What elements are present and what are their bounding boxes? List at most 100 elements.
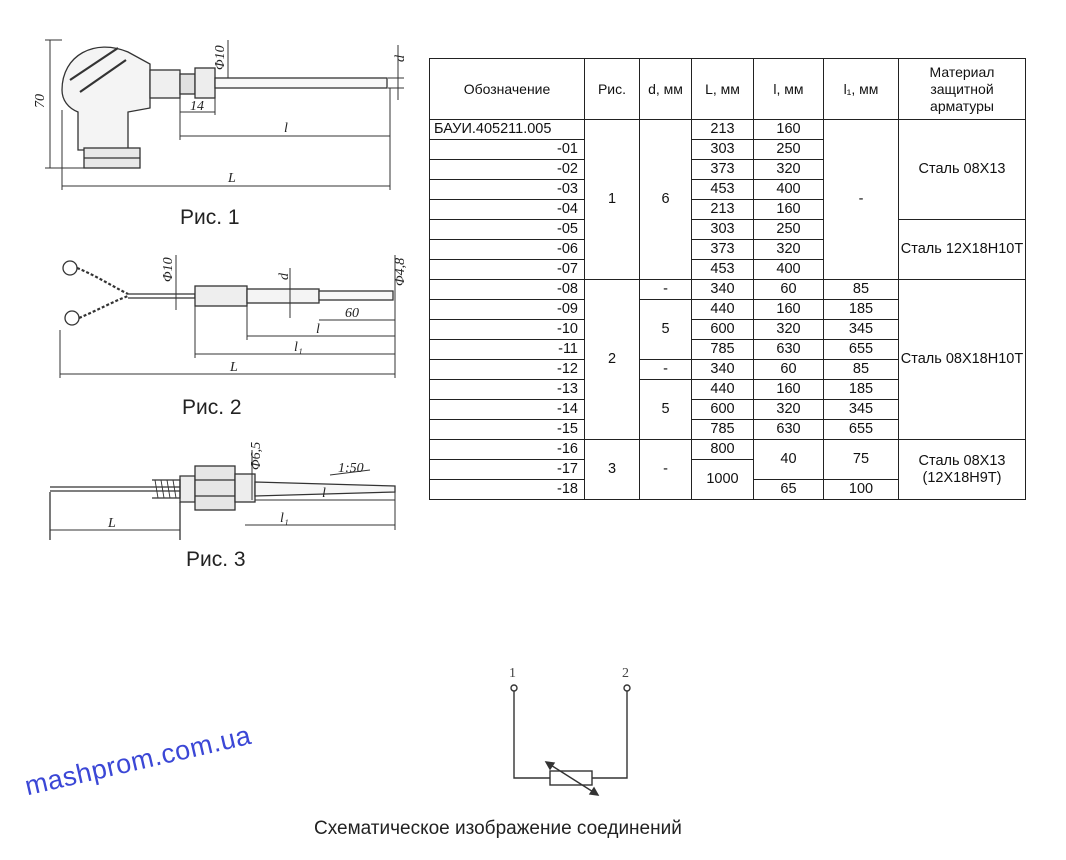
designation-cell: БАУИ.405211.005: [429, 119, 585, 140]
schematic-caption: Схематическое изображение соединений: [314, 818, 682, 839]
fig1-dim-d: d: [393, 54, 408, 62]
designation-cell: -12: [429, 359, 585, 380]
connection-schematic: [510, 684, 631, 796]
fig3-dim-diam: Φ6,5: [249, 442, 264, 470]
designation-cell: -15: [429, 419, 585, 440]
table-row: БАУИ.405211.005 1 6 213 160 - Сталь 08Х1…: [429, 119, 1026, 280]
fig2-dim-d: d: [277, 272, 292, 280]
material-cell: Сталь 08Х18Н10Т: [898, 279, 1026, 440]
fig3-dim-l: l: [322, 486, 326, 501]
L-cell: 373: [691, 239, 754, 260]
header-fig: Рис.: [584, 58, 640, 120]
table-row: -08 2 - 340 60 85 Сталь 08Х18Н10Т: [429, 279, 1026, 440]
L-cell: 600: [691, 399, 754, 420]
designation-cell: -02: [429, 159, 585, 180]
designation-cell: -09: [429, 299, 585, 320]
L-cell: 440: [691, 379, 754, 400]
fig-cell: 3: [584, 439, 640, 500]
figure-2-drawing: [59, 255, 396, 378]
designation-cell: -06: [429, 239, 585, 260]
L-cell: 453: [691, 179, 754, 200]
l-cell: 320: [753, 159, 824, 180]
designation-cell: -17: [429, 459, 585, 480]
L-cell: 340: [691, 279, 754, 300]
l-cell: 630: [753, 419, 824, 440]
fig-cell: 1: [584, 119, 640, 280]
d-cell: 6: [639, 119, 692, 280]
figure-1-drawing: [45, 39, 404, 190]
l1-cell: -: [823, 119, 899, 280]
l-cell: 160: [753, 119, 824, 140]
l-cell: 60: [753, 279, 824, 300]
schematic-terminal-1: 1: [509, 666, 516, 681]
table-header-row: Обозначение Рис. d, мм L, мм l, мм l₁, м…: [429, 58, 1026, 120]
L-cell: 303: [691, 219, 754, 240]
d-cell: -: [639, 359, 692, 380]
table-row: -18 65 100: [429, 479, 1026, 500]
l-cell: 630: [753, 339, 824, 360]
L-cell: 440: [691, 299, 754, 320]
material-cell: Сталь 08Х13 (12Х18Н9Т): [898, 439, 1026, 500]
figure-2-caption: Рис. 2: [182, 396, 242, 419]
L-cell: 303: [691, 139, 754, 160]
header-d: d, мм: [639, 58, 692, 120]
header-designation: Обозначение: [429, 58, 585, 120]
fig1-dim-diam: Φ10: [213, 45, 228, 70]
L-cell: 600: [691, 319, 754, 340]
figure-1-caption: Рис. 1: [180, 206, 240, 229]
fig3-dim-taper: 1:50: [338, 461, 364, 476]
l-cell: 60: [753, 359, 824, 380]
l-cell: 400: [753, 179, 824, 200]
L-cell: 340: [691, 359, 754, 380]
fig3-dim-l1: l₁: [280, 511, 289, 526]
fig1-dim-L: L: [227, 171, 236, 186]
fig2-dim-l: l: [316, 322, 320, 337]
designation-cell: -11: [429, 339, 585, 360]
fig-cell: 2: [584, 279, 640, 440]
l1-cell: 85: [823, 359, 899, 380]
L-cell: 800: [691, 439, 754, 460]
material-cell: Сталь 08Х13: [898, 119, 1026, 220]
l-cell: 320: [753, 399, 824, 420]
L-cell: 213: [691, 199, 754, 220]
designation-cell: -08: [429, 279, 585, 300]
l-cell: 320: [753, 239, 824, 260]
header-l: l, мм: [753, 58, 824, 120]
d-cell: 5: [639, 379, 692, 440]
l1-cell: 345: [823, 319, 899, 340]
l-cell: 160: [753, 299, 824, 320]
l-cell: 40: [753, 439, 824, 480]
designation-cell: -13: [429, 379, 585, 400]
l-cell: 250: [753, 139, 824, 160]
l-cell: 160: [753, 379, 824, 400]
designation-cell: -14: [429, 399, 585, 420]
l1-cell: 185: [823, 299, 899, 320]
L-cell: 373: [691, 159, 754, 180]
d-cell: 5: [639, 299, 692, 360]
l1-cell: 185: [823, 379, 899, 400]
L-cell: 213: [691, 119, 754, 140]
fig1-dim-height: 70: [33, 94, 48, 108]
l-cell: 160: [753, 199, 824, 220]
L-cell: 785: [691, 419, 754, 440]
designation-cell: -18: [429, 479, 585, 500]
L-cell: 785: [691, 339, 754, 360]
L-cell: 453: [691, 259, 754, 280]
designation-cell: -05: [429, 219, 585, 240]
l1-cell: 100: [823, 479, 899, 500]
d-cell: -: [639, 439, 692, 500]
figure-3-caption: Рис. 3: [186, 548, 246, 571]
l-cell: 320: [753, 319, 824, 340]
header-material: Материал защитной арматуры: [898, 58, 1026, 120]
l1-cell: 345: [823, 399, 899, 420]
fig2-dim-diam1: Φ10: [161, 257, 176, 282]
fig1-dim-l: l: [284, 121, 288, 136]
fig2-dim-L: L: [229, 360, 238, 375]
designation-cell: -04: [429, 199, 585, 220]
